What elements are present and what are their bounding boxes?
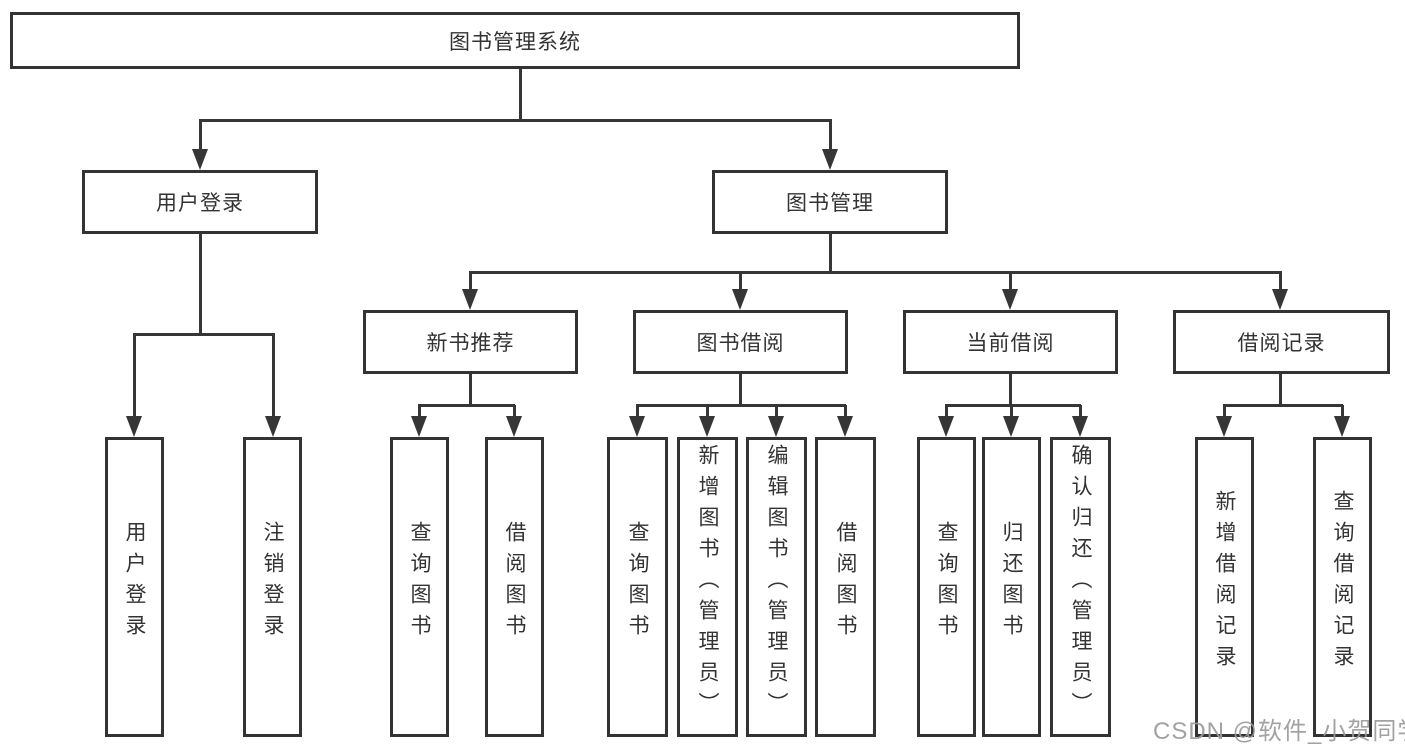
leaf-label: 查询图书 bbox=[408, 521, 431, 645]
edge-drop-leaf bbox=[775, 405, 778, 421]
node-leaf-query-books-current: 查询图书 bbox=[917, 437, 976, 737]
edge-book-borrowing-trunk bbox=[739, 373, 742, 407]
arrow-down-icon bbox=[1272, 289, 1288, 310]
edge-drop-login-leaf bbox=[133, 334, 136, 424]
edge-book-management-rail bbox=[469, 271, 1282, 274]
edge-drop-logout-leaf bbox=[272, 334, 275, 424]
node-leaf-return-books: 归还图书 bbox=[982, 437, 1041, 737]
arrow-down-icon bbox=[506, 416, 522, 437]
node-new-book-recommendation: 新书推荐 bbox=[363, 310, 578, 374]
leaf-label: 查询图书 bbox=[935, 521, 958, 645]
edge-book-borrowing-rail bbox=[636, 404, 846, 407]
arrow-down-icon bbox=[126, 416, 142, 437]
arrow-down-icon bbox=[1072, 416, 1088, 437]
leaf-label: 借阅图书 bbox=[503, 521, 526, 645]
edge-drop-new-book bbox=[469, 272, 472, 296]
arrow-down-icon bbox=[837, 416, 853, 437]
node-book-borrowing: 图书借阅 bbox=[633, 310, 848, 374]
edge-current-borrowing-rail bbox=[945, 404, 1081, 407]
leaf-label: 用户登录 bbox=[123, 521, 146, 645]
edge-user-login-rail bbox=[133, 333, 275, 336]
node-user-login: 用户登录 bbox=[82, 170, 318, 234]
node-leaf-borrow-books-recommend: 借阅图书 bbox=[485, 437, 544, 737]
edge-borrowing-records-trunk bbox=[1279, 373, 1282, 407]
leaf-label: 新增图书（管理员） bbox=[696, 443, 719, 723]
node-book-management: 图书管理 bbox=[712, 170, 948, 234]
csdn-watermark: CSDN @软件_小贺同学 bbox=[1153, 718, 1405, 745]
node-leaf-edit-books-admin: 编辑图书（管理员） bbox=[746, 437, 807, 737]
edge-drop-borrowing-records bbox=[1279, 272, 1282, 296]
node-borrowing-records: 借阅记录 bbox=[1173, 310, 1390, 374]
edge-drop-leaf bbox=[945, 405, 948, 421]
arrow-down-icon bbox=[938, 416, 954, 437]
node-leaf-add-borrow-record: 新增借阅记录 bbox=[1195, 437, 1254, 737]
node-leaf-borrow-books-borrowing: 借阅图书 bbox=[815, 437, 876, 737]
arrow-down-icon bbox=[1334, 416, 1350, 437]
arrow-down-icon bbox=[1002, 289, 1018, 310]
leaf-label: 查询借阅记录 bbox=[1331, 490, 1354, 676]
edge-drop-leaf bbox=[844, 405, 847, 421]
edge-root-trunk bbox=[519, 68, 522, 121]
node-leaf-add-books-admin: 新增图书（管理员） bbox=[677, 437, 738, 737]
edge-new-book-trunk bbox=[469, 373, 472, 407]
arrow-down-icon bbox=[462, 289, 478, 310]
leaf-label: 借阅图书 bbox=[834, 521, 857, 645]
node-leaf-user-login: 用户登录 bbox=[105, 437, 164, 737]
leaf-label: 注销登录 bbox=[261, 521, 284, 645]
edge-drop-leaf bbox=[636, 405, 639, 421]
edge-drop-leaf bbox=[1079, 405, 1082, 421]
edge-drop-leaf bbox=[513, 405, 516, 421]
node-leaf-query-borrow-record: 查询借阅记录 bbox=[1313, 437, 1372, 737]
arrow-down-icon bbox=[411, 416, 427, 437]
leaf-label: 确认归还（管理员） bbox=[1069, 443, 1092, 723]
node-current-borrowing: 当前借阅 bbox=[903, 310, 1118, 374]
edge-drop-book-management bbox=[829, 120, 832, 153]
arrow-down-icon bbox=[1216, 416, 1232, 437]
edge-book-management-trunk bbox=[829, 233, 832, 274]
edge-drop-leaf bbox=[418, 405, 421, 421]
arrow-down-icon bbox=[822, 149, 838, 170]
node-leaf-query-books-borrowing: 查询图书 bbox=[607, 437, 668, 737]
node-leaf-query-books-recommend: 查询图书 bbox=[390, 437, 449, 737]
leaf-label: 查询图书 bbox=[626, 521, 649, 645]
edge-drop-leaf bbox=[706, 405, 709, 421]
edge-drop-leaf bbox=[1341, 405, 1344, 421]
edge-drop-leaf bbox=[1223, 405, 1226, 421]
node-leaf-logout: 注销登录 bbox=[243, 437, 302, 737]
edge-root-rail bbox=[199, 119, 832, 122]
edge-new-book-rail bbox=[418, 404, 515, 407]
edge-user-login-trunk bbox=[199, 233, 202, 336]
arrow-down-icon bbox=[768, 416, 784, 437]
edge-drop-book-borrowing bbox=[739, 272, 742, 296]
edge-drop-current-borrowing bbox=[1009, 272, 1012, 296]
node-library-management-system: 图书管理系统 bbox=[10, 12, 1020, 69]
leaf-label: 新增借阅记录 bbox=[1213, 490, 1236, 676]
arrow-down-icon bbox=[1003, 416, 1019, 437]
edge-drop-leaf bbox=[1010, 405, 1013, 421]
arrow-down-icon bbox=[732, 289, 748, 310]
arrow-down-icon bbox=[265, 416, 281, 437]
arrow-down-icon bbox=[629, 416, 645, 437]
leaf-label: 归还图书 bbox=[1000, 521, 1023, 645]
arrow-down-icon bbox=[192, 149, 208, 170]
leaf-label: 编辑图书（管理员） bbox=[765, 443, 788, 723]
edge-current-borrowing-trunk bbox=[1009, 373, 1012, 407]
edge-drop-user-login bbox=[199, 120, 202, 153]
node-leaf-confirm-return-admin: 确认归还（管理员） bbox=[1050, 437, 1111, 737]
edge-borrowing-records-rail bbox=[1223, 404, 1343, 407]
arrow-down-icon bbox=[699, 416, 715, 437]
